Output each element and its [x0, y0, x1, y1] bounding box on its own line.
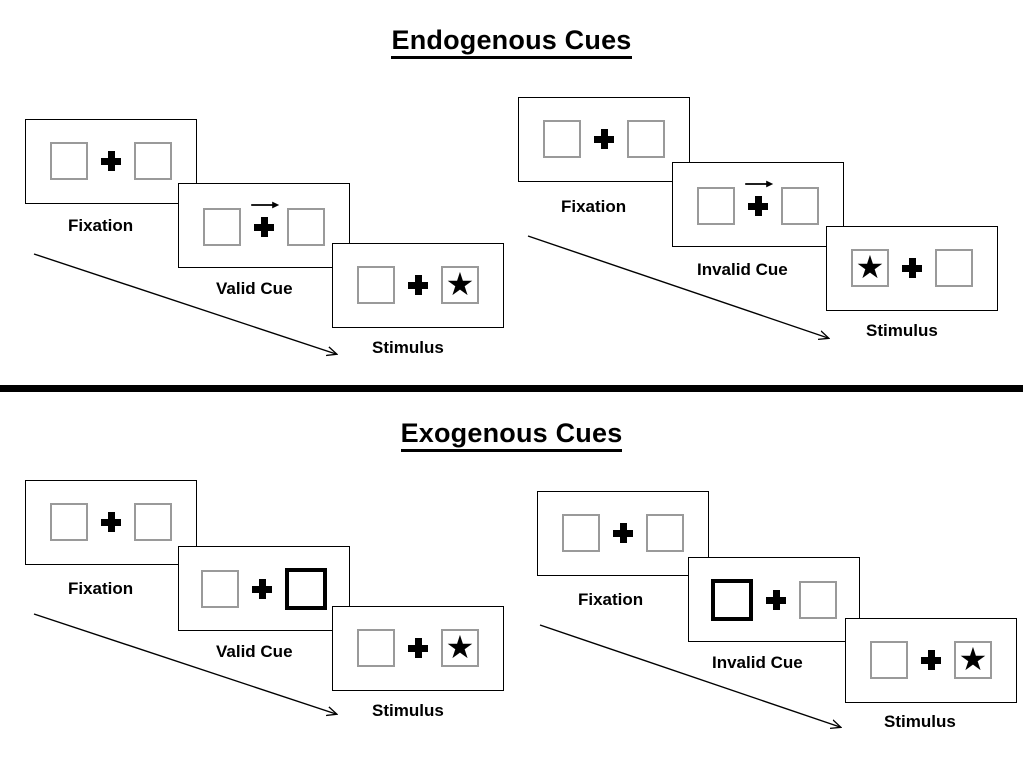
fixation-cross-icon	[101, 151, 121, 171]
stimulus-box-right	[134, 503, 172, 541]
stimulus-box-right	[935, 249, 973, 287]
arrow-right-icon	[251, 201, 280, 209]
section-title-exogenous: Exogenous Cues	[0, 418, 1023, 452]
panel-endogenous-invalid-stimulus[interactable]: ★	[826, 226, 998, 311]
panel-label-endogenous-invalid-fixation: Fixation	[561, 197, 627, 216]
stimulus-box-left	[697, 187, 735, 225]
panel-label-endogenous-valid-fixation: Fixation	[68, 216, 134, 235]
stimulus-box-right	[646, 514, 684, 552]
fixation-cross-icon	[902, 258, 922, 278]
arrow-right-icon	[745, 180, 774, 188]
star-icon: ★	[445, 629, 475, 665]
panel-label-exogenous-valid-cue: Valid Cue	[216, 642, 293, 661]
panel-endogenous-valid-stimulus[interactable]: ★	[332, 243, 504, 328]
stimulus-box-left	[50, 142, 88, 180]
stimulus-box-right	[781, 187, 819, 225]
stimulus-box-left	[562, 514, 600, 552]
panel-endogenous-invalid-fixation[interactable]	[518, 97, 690, 182]
timeline-arrow-exogenous-valid	[33, 613, 353, 726]
panel-endogenous-valid-cue[interactable]	[178, 183, 350, 268]
stimulus-box-left	[50, 503, 88, 541]
panel-label-exogenous-valid-fixation: Fixation	[68, 579, 134, 598]
fixation-cross-icon	[766, 590, 786, 610]
fixation-cross-icon	[921, 650, 941, 670]
star-icon: ★	[958, 641, 988, 677]
stimulus-box-right: ★	[441, 629, 479, 667]
panel-endogenous-valid-fixation[interactable]	[25, 119, 197, 204]
panel-exogenous-valid-cue[interactable]	[178, 546, 350, 631]
stimulus-box-left	[203, 208, 241, 246]
fixation-cross-icon	[251, 201, 280, 237]
panel-label-exogenous-invalid-stimulus: Stimulus	[884, 712, 956, 731]
fixation-cross-icon	[408, 638, 428, 658]
star-icon: ★	[445, 266, 475, 302]
panel-label-endogenous-invalid-cue: Invalid Cue	[697, 260, 788, 279]
stimulus-box-left	[357, 266, 395, 304]
panel-exogenous-invalid-cue[interactable]	[688, 557, 860, 642]
stimulus-box-right: ★	[954, 641, 992, 679]
stimulus-box-right	[134, 142, 172, 180]
stimulus-box-right	[627, 120, 665, 158]
panel-exogenous-invalid-stimulus[interactable]: ★	[845, 618, 1017, 703]
fixation-cross-icon	[101, 512, 121, 532]
fixation-cross-icon	[252, 579, 272, 599]
panel-endogenous-invalid-cue[interactable]	[672, 162, 844, 247]
panel-label-exogenous-valid-stimulus: Stimulus	[372, 701, 444, 720]
stimulus-box-left	[357, 629, 395, 667]
panel-label-endogenous-invalid-stimulus: Stimulus	[866, 321, 938, 340]
panel-exogenous-invalid-fixation[interactable]	[537, 491, 709, 576]
fixation-cross-icon	[745, 180, 774, 216]
stimulus-box-left	[870, 641, 908, 679]
panel-label-endogenous-valid-stimulus: Stimulus	[372, 338, 444, 357]
stimulus-box-right-cued	[285, 568, 327, 610]
timeline-arrow-endogenous-invalid	[527, 235, 847, 350]
stimulus-box-left	[543, 120, 581, 158]
stimulus-box-right: ★	[441, 266, 479, 304]
timeline-arrow-endogenous-valid	[33, 253, 353, 366]
stimulus-box-right	[287, 208, 325, 246]
section-title-endogenous: Endogenous Cues	[0, 25, 1023, 59]
stimulus-box-left	[201, 570, 239, 608]
panel-label-endogenous-valid-cue: Valid Cue	[216, 279, 293, 298]
stimulus-box-right	[799, 581, 837, 619]
stimulus-box-left: ★	[851, 249, 889, 287]
panel-exogenous-valid-stimulus[interactable]: ★	[332, 606, 504, 691]
panel-label-exogenous-invalid-fixation: Fixation	[578, 590, 644, 609]
panel-exogenous-valid-fixation[interactable]	[25, 480, 197, 565]
section-divider	[0, 385, 1023, 392]
section-title-endogenous-text: Endogenous Cues	[391, 25, 632, 59]
timeline-arrow-exogenous-invalid	[539, 624, 859, 737]
fixation-cross-icon	[613, 523, 633, 543]
fixation-cross-icon	[408, 275, 428, 295]
fixation-cross-icon	[594, 129, 614, 149]
star-icon: ★	[855, 249, 885, 285]
panel-label-exogenous-invalid-cue: Invalid Cue	[712, 653, 803, 672]
stimulus-box-left-cued	[711, 579, 753, 621]
section-title-exogenous-text: Exogenous Cues	[400, 418, 623, 452]
